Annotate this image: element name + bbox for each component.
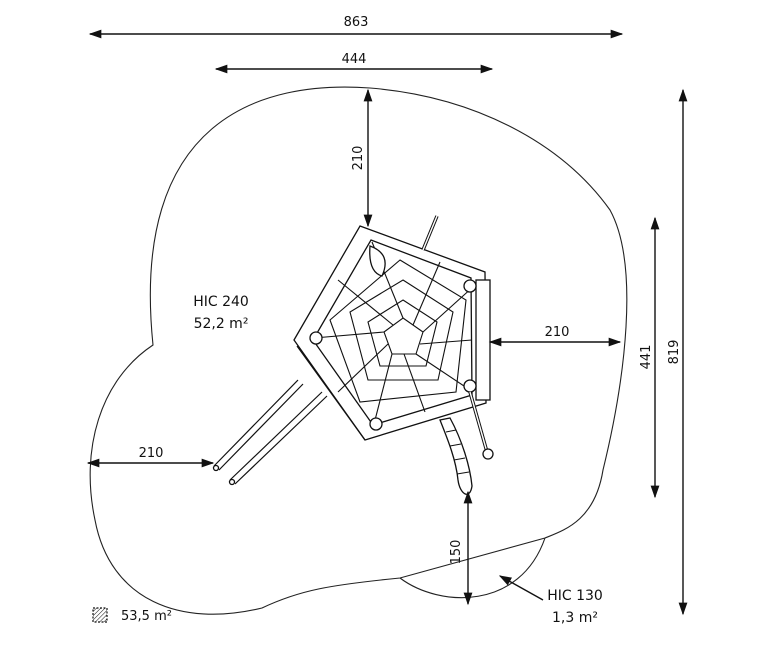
- dim-left-clearance: 210: [139, 446, 164, 461]
- dim-top-clearance: 210: [351, 146, 366, 171]
- pentagon-structure: [293, 215, 491, 441]
- safety-zone-outline: [89, 86, 628, 615]
- dim-bottom-clearance: 150: [449, 540, 464, 565]
- total-area-legend: 53,5 m²: [92, 607, 172, 624]
- dimension-lines: [86, 29, 688, 616]
- climbing-net: [313, 241, 475, 425]
- dim-inner-width: 444: [342, 52, 367, 67]
- small-zone-area: 1,3 m²: [552, 610, 598, 626]
- main-zone-area: 52,2 m²: [194, 316, 249, 332]
- dim-inner-height: 441: [639, 345, 654, 370]
- total-area: 53,5 m²: [121, 609, 172, 624]
- corner-posts: [309, 245, 477, 431]
- dim-overall-height: 819: [667, 340, 682, 365]
- small-zone-hic: HIC 130: [547, 588, 603, 604]
- dim-overall-width: 863: [344, 15, 369, 30]
- main-zone-hic: HIC 240: [193, 294, 249, 310]
- small-safety-zone-outline: [399, 537, 546, 599]
- walkway: [439, 417, 473, 495]
- area-hatch-icon: [92, 607, 108, 623]
- arm-handle: [468, 391, 494, 460]
- slide-rails: [212, 379, 328, 486]
- dim-right-clearance: 210: [545, 325, 570, 340]
